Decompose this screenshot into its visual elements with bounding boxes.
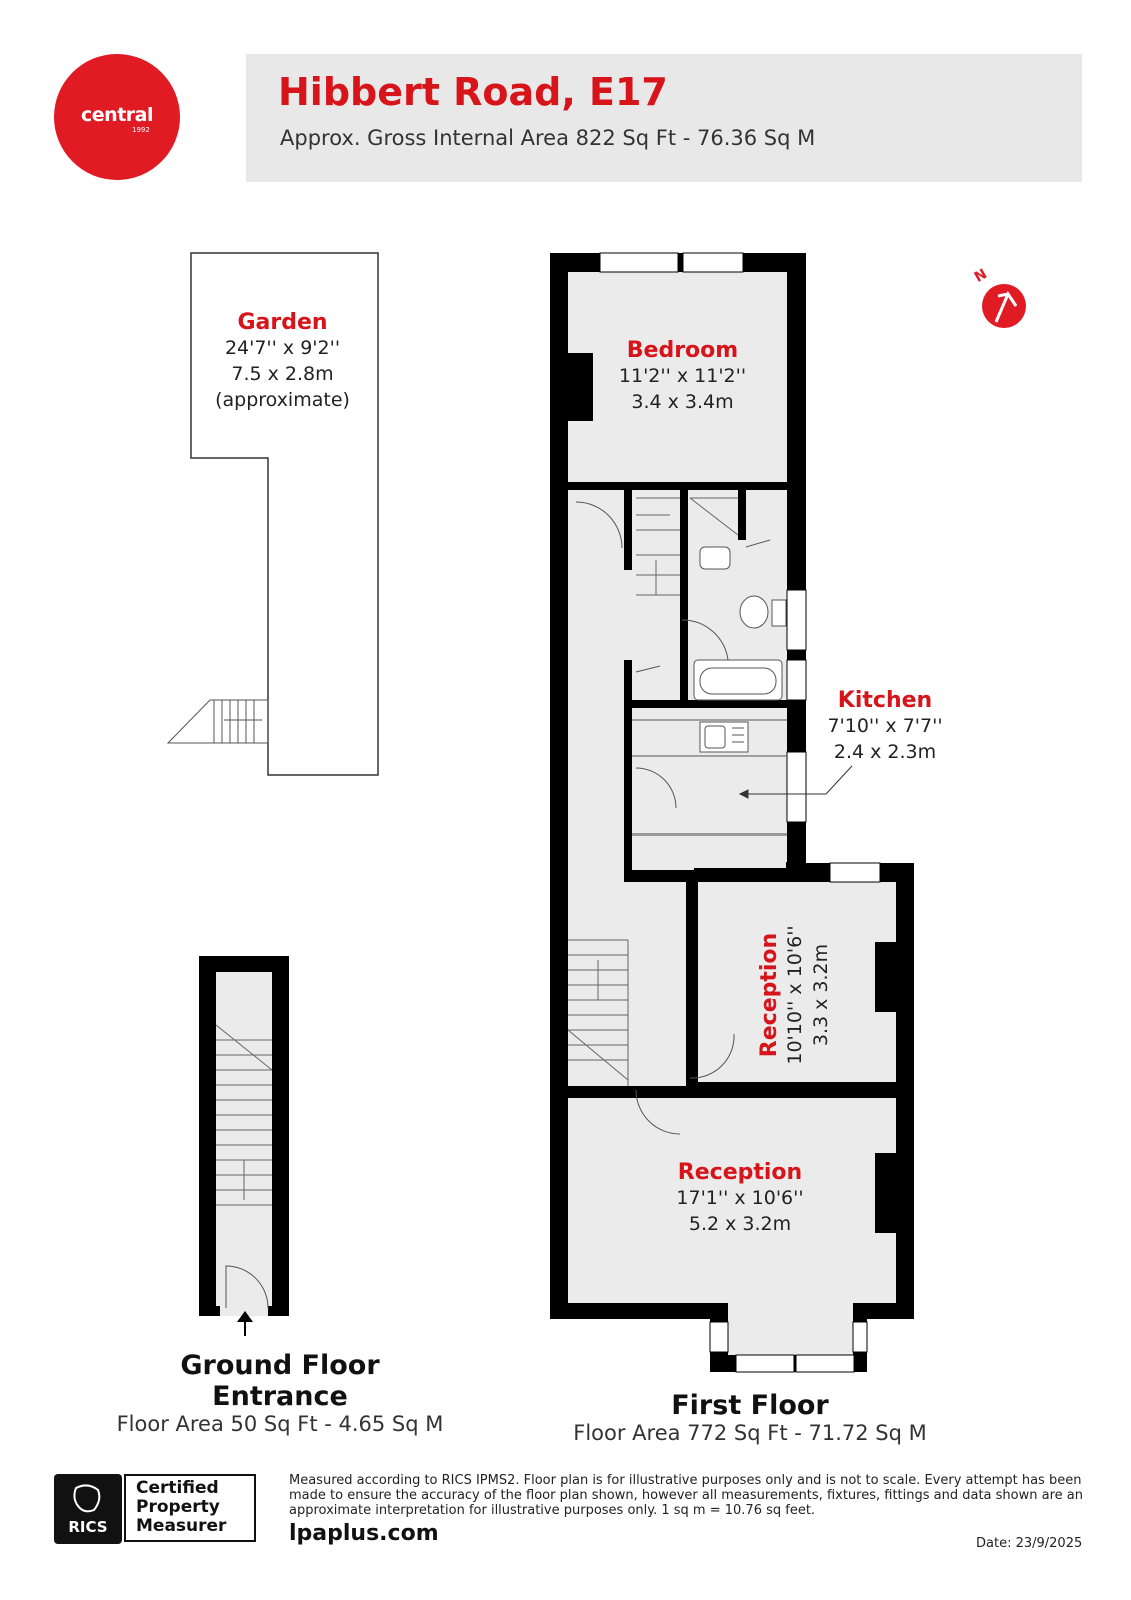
kitchen-dim-imperial: 7'10'' x 7'7'' [827, 715, 943, 737]
ground-stairs-icon [215, 1024, 273, 1206]
website-link[interactable]: lpaplus.com [289, 1521, 439, 1546]
first-floor-title: First Floor [671, 1390, 829, 1421]
reception-side-dim-metric: 3.3 x 3.2m [810, 943, 832, 1047]
garden-dim-metric: 7.5 x 2.8m [231, 363, 334, 385]
ground-floor-title-2: Entrance [212, 1381, 348, 1412]
kitchen-pointer-icon [738, 765, 853, 799]
cert-line-1: Certified [136, 1478, 219, 1498]
certified-measurer-badge: Certified Property Measurer [124, 1474, 256, 1542]
reception-main-label: Reception 17'1'' x 10'6'' 5.2 x 3.2m [650, 1160, 830, 1237]
first-floor-plan [550, 252, 914, 1373]
first-floor-caption: First Floor Floor Area 772 Sq Ft - 71.72… [560, 1390, 940, 1445]
bedroom-label: Bedroom 11'2'' x 11'2'' 3.4 x 3.4m [600, 338, 765, 415]
disclaimer: Measured according to RICS IPMS2. Floor … [289, 1473, 1083, 1518]
bedroom-dim-metric: 3.4 x 3.4m [631, 391, 734, 413]
first-floor-stairs-icon [567, 497, 739, 1086]
compass-icon [982, 284, 1026, 328]
rics-label: RICS [68, 1518, 108, 1536]
reception-side-label: Reception 10'10'' x 10'6'' 3.3 x 3.2m [757, 896, 837, 1094]
reception-main-dim-metric: 5.2 x 3.2m [688, 1213, 792, 1235]
entrance-arrow-icon [237, 1311, 253, 1336]
header-banner: Hibbert Road, E17 Approx. Gross Internal… [246, 54, 1082, 182]
ground-floor-plan [199, 956, 289, 1336]
logo-year: 1992 [132, 126, 150, 134]
rics-emblem-icon [73, 1484, 101, 1513]
rics-logo: RICS [54, 1474, 122, 1544]
reception-main-dim-imperial: 17'1'' x 10'6'' [676, 1187, 804, 1209]
reception-side-dim-imperial: 10'10'' x 10'6'' [784, 925, 806, 1065]
page-title: Hibbert Road, E17 [278, 70, 668, 114]
kitchen-sink-icon [632, 719, 787, 757]
ground-floor-area: Floor Area 50 Sq Ft - 4.65 Sq M [116, 1412, 444, 1436]
kitchen-label: Kitchen 7'10'' x 7'7'' 2.4 x 2.3m [810, 688, 960, 765]
garden-note: (approximate) [215, 389, 350, 411]
entrance-door-icon [225, 1265, 269, 1309]
first-floor-area: Floor Area 772 Sq Ft - 71.72 Sq M [573, 1421, 927, 1445]
cert-line-2: Property [136, 1497, 220, 1517]
plan-date: Date: 23/9/2025 [976, 1536, 1083, 1551]
ground-floor-caption: Ground Floor Entrance Floor Area 50 Sq F… [100, 1350, 460, 1436]
bedroom-dim-imperial: 11'2'' x 11'2'' [618, 365, 747, 387]
garden-name: Garden [237, 310, 328, 335]
garden-label: Garden 24'7'' x 9'2'' 7.5 x 2.8m (approx… [200, 310, 365, 413]
garden-steps-icon [166, 699, 269, 744]
reception-side-name: Reception [757, 932, 782, 1058]
gross-area: Approx. Gross Internal Area 822 Sq Ft - … [280, 126, 816, 150]
reception-main-name: Reception [677, 1160, 803, 1185]
bathroom-fixtures-icon [693, 546, 787, 701]
kitchen-dim-metric: 2.4 x 2.3m [833, 741, 937, 763]
garden-outline [190, 252, 379, 776]
garden-dim-imperial: 24'7'' x 9'2'' [224, 337, 341, 359]
bedroom-name: Bedroom [626, 338, 739, 363]
cert-line-3: Measurer [136, 1516, 227, 1536]
brand-logo: central 1992 [54, 54, 180, 180]
ground-floor-title-1: Ground Floor [180, 1350, 380, 1381]
kitchen-name: Kitchen [837, 688, 933, 713]
logo-text: central [81, 104, 153, 126]
door-swings-icon [575, 501, 771, 1135]
